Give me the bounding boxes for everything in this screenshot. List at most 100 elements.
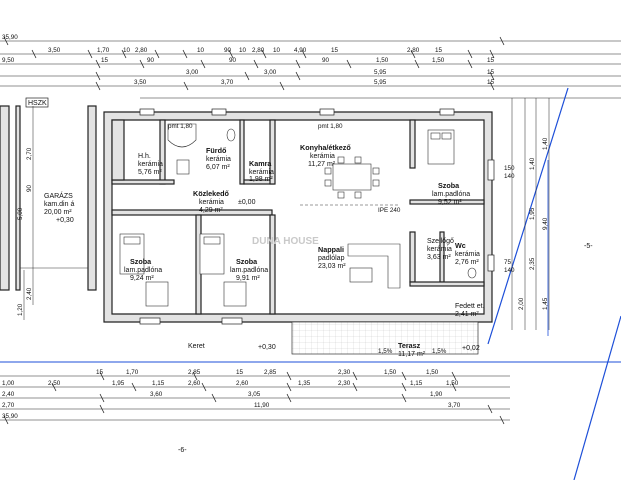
top-dim-13: 15 [435,47,443,54]
right-dim-e: 9,40 [542,217,549,230]
bot-dim-r3-1: 2,40 [2,391,15,398]
top-dim-r4-1: 3,00 [186,69,199,76]
terrace-area: 11,17 m² [398,351,426,358]
top-dim-r5-4: 15 [487,79,495,86]
bot-dim-4: 15 [236,369,244,376]
vent-name: Szellőgő [427,238,454,245]
top-dim-7: 10 [239,47,247,54]
top-dim-10: 4,90 [294,47,307,54]
bot-dim-r2-2: 2,50 [48,380,61,387]
top-dim-11: 15 [331,47,339,54]
bed1-floor: lam.padlóna [432,191,470,198]
top-dim-r5-1: 3,50 [134,79,147,86]
bathroom: Fürdő kerámia 6,07 m² pmt 1,80 [167,123,236,175]
right-dim-b: 1,95 [529,207,536,220]
bot-dim-r2-3: 1,95 [112,380,125,387]
living-floor: padlólap [318,255,345,262]
left-dim-1: 2,70 [26,147,33,160]
top-dim-1: 3,50 [48,47,61,54]
bot-dim-r2-1: 1,00 [2,380,15,387]
axis-5-label: -5- [584,243,593,250]
top-dim-r4-4: 15 [487,69,495,76]
top-dim-r4-2: 3,00 [264,69,277,76]
vent-floor: kerámia [427,246,452,253]
top-dim-r4-3: 5,95 [374,69,387,76]
bot-dim-r3-3: 3,05 [248,391,261,398]
garage-level: +0,30 [56,217,74,224]
hall-area: 4,29 m² [199,207,223,214]
top-dim-r5-2: 3,70 [221,79,234,86]
right-dim-140: 140 [504,173,515,180]
parapet-1: pmt 1,80 [168,123,193,130]
bottom-dimension-lines: 15 1,70 2,85 15 2,85 2,30 1,50 1,50 1,00… [0,369,510,425]
living-name: Nappali [318,245,344,254]
wc-name: Wc [455,241,466,250]
bot-dim-r2-9: 1,15 [410,380,423,387]
top-dim-8: 2,80 [252,47,265,54]
garage-name: GARÁZS [44,191,73,200]
bot-dim-r2-7: 1,35 [298,380,311,387]
bot-dim-r2-4: 1,15 [152,380,165,387]
top-dim-5: 10 [197,47,205,54]
right-dim-140b: 140 [504,267,515,274]
terrace-level: +0,02 [462,345,480,352]
hall: Közlekedő kerámia 4,29 m² ±0,00 [193,189,256,214]
living-room: Nappali padlólap 23,03 m² [318,243,401,289]
left-dim-4: 2,40 [26,287,33,300]
bot-dim-1: 15 [96,369,104,376]
right-dim-150: 150 [504,165,515,172]
pantry-area: 1,98 m² [249,176,273,183]
right-dim-c: 2,35 [529,257,536,270]
top-dim-4: 2,80 [135,47,148,54]
room3-area: 9,91 m² [236,275,260,282]
pantry: Kamra kerámia 1,98 m² [249,159,274,183]
bot-dim-r2-6: 2,60 [236,380,249,387]
covered-name: Fedett et. [455,303,485,310]
bot-dim-r3-2: 3,60 [150,391,163,398]
hall-name: Közlekedő [193,189,230,198]
bot-dim-2: 1,70 [126,369,139,376]
keret-label: Keret [188,343,205,350]
kitchen: Konyha/étkező kerámia 11,27 m² pmt 1,80 … [300,123,401,214]
top-dim-r3-2: 15 [101,57,109,64]
hh-room: H.h. kerámia 5,76 m² [138,153,163,176]
kitchen-floor: kerámia [310,153,335,160]
hall-level: ±0,00 [238,199,256,206]
vent-area: 3,63 m² [427,254,451,261]
hh-area: 5,76 m² [138,169,162,176]
room2-area: 9,24 m² [130,275,154,282]
top-dim-r5-3: 5,95 [374,79,387,86]
garage-area: HSZK GARÁZS kam.din á 20,00 m² +0,30 2,7… [0,97,97,320]
top-dim-9: 10 [273,47,281,54]
top-dim-r3-5: 90 [322,57,330,64]
top-dim-total: 35,90 [2,34,18,41]
top-dimension-lines: 35,90 3,50 1,70 10 2,80 10 90 10 2,80 10… [0,34,621,99]
watermark: DUNA HOUSE [252,236,319,247]
left-dim-2: 90 [26,184,33,192]
top-dim-r3-7: 1,50 [432,57,445,64]
top-dim-6: 90 [224,47,232,54]
bot-dim-6: 2,30 [338,369,351,376]
ipe-label: IPE 240 [378,207,401,214]
top-dim-2: 1,70 [97,47,110,54]
bot-dim-5: 2,85 [264,369,277,376]
entry-level: +0,30 [258,344,276,351]
room3-name: Szoba [236,257,258,266]
left-dim-3: 5,00 [17,207,24,220]
top-dim-r3-6: 1,50 [376,57,389,64]
right-dim-f: 1,40 [542,137,549,150]
room2-name: Szoba [130,257,152,266]
hszk-box [25,97,49,108]
kitchen-name: Konyha/étkező [300,143,351,152]
bedroom-1: Szoba lam.padlóna 9,52 m² [427,129,470,206]
slope-1: 1,5% [378,348,393,355]
slope-2: 1,5% [432,348,447,355]
right-dim-75: 75 [504,259,512,266]
bot-dim-7: 1,50 [384,369,397,376]
bot-dim-r2-8: 2,30 [338,380,351,387]
property-boundary: -5- -6- [0,87,621,481]
bed1-area: 9,52 m² [438,199,462,206]
wc-floor: kerámia [455,251,480,258]
bot-dim-r4-1: 2,70 [2,402,15,409]
